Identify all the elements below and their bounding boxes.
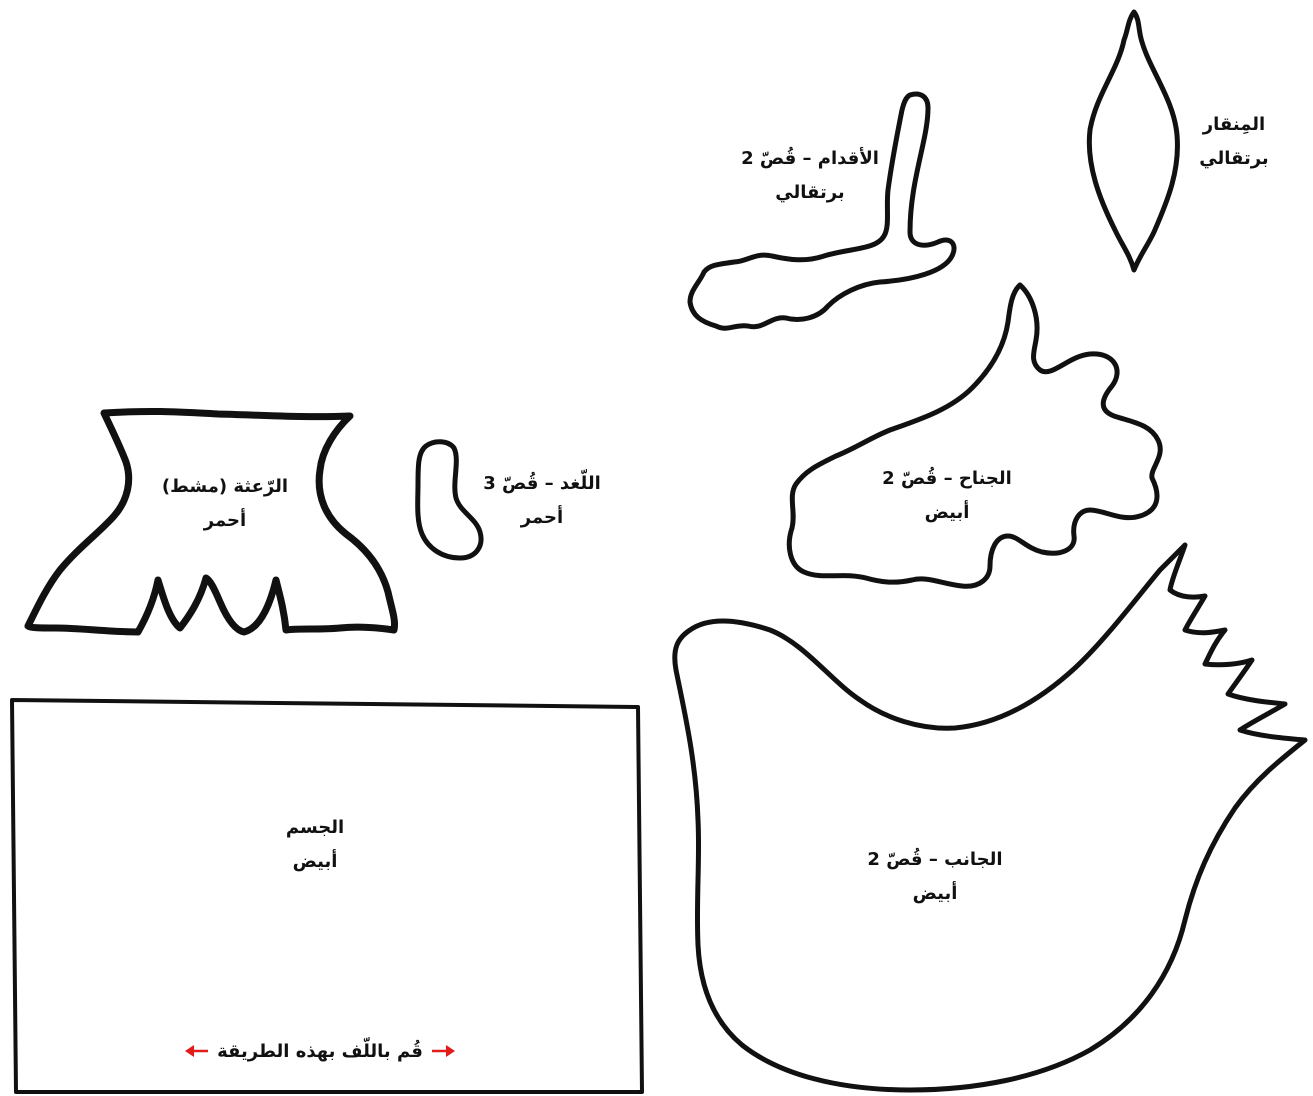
wattle-name: اللّغد – قُصّ 3 [483, 473, 601, 494]
comb-name: الرّعثة (مشط) [161, 476, 289, 497]
side-name: الجانب – قُصّ 2 [867, 849, 1003, 870]
comb-label: الرّعثة (مشط) أحمر [150, 470, 300, 538]
arrow-left-icon [185, 1045, 209, 1057]
body-label: الجسم أبيض [255, 811, 375, 879]
wrap-instruction-text: قُم باللّف بهذه الطريقة [217, 1040, 423, 1062]
body-rectangle [10, 698, 644, 1094]
side-shape [672, 542, 1308, 1093]
feet-shape [687, 91, 957, 331]
side-color: أبيض [912, 883, 958, 904]
wing-color: أبيض [924, 502, 970, 523]
side-label: الجانب – قُصّ 2 أبيض [845, 843, 1025, 911]
arrow-right-icon [431, 1045, 455, 1057]
beak-label: المِنقار برتقالي [1184, 108, 1284, 176]
wing-name: الجناح – قُصّ 2 [882, 468, 1012, 489]
body-name: الجسم [285, 817, 345, 838]
wing-label: الجناح – قُصّ 2 أبيض [862, 462, 1032, 530]
body-color: أبيض [292, 851, 338, 872]
comb-shape [24, 407, 398, 636]
beak-shape [1086, 9, 1180, 273]
wing-shape [786, 282, 1163, 589]
feet-label: الأقدام – قُصّ 2 برتقالي [725, 142, 895, 210]
beak-name: المِنقار [1202, 114, 1266, 135]
comb-color: أحمر [203, 510, 247, 531]
wattle-label: اللّغد – قُصّ 3 أحمر [462, 467, 622, 535]
beak-color: برتقالي [1199, 148, 1269, 169]
feet-color: برتقالي [775, 182, 845, 203]
wattle-color: أحمر [520, 507, 564, 528]
wattle-shape [415, 439, 484, 561]
wrap-instruction: قُم باللّف بهذه الطريقة [180, 1036, 460, 1066]
feet-name: الأقدام – قُصّ 2 [741, 148, 879, 169]
